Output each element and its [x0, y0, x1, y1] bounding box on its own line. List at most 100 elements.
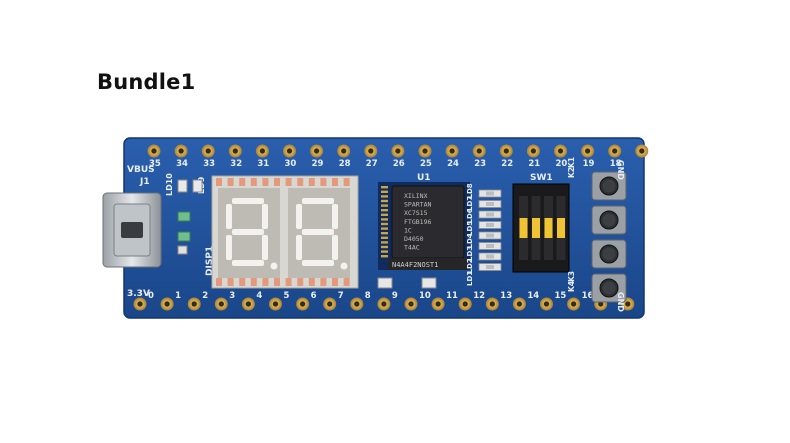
led-label: LD3	[466, 246, 474, 261]
led-label: LD8	[466, 183, 474, 198]
chip-pad	[381, 250, 388, 253]
display-pin	[250, 278, 257, 286]
segment	[302, 198, 334, 204]
bottom-pin-number: 11	[446, 291, 458, 301]
smd-leds-under-chip	[377, 277, 437, 289]
bottom-pad	[323, 297, 337, 311]
flash-chip-text: N4A4F2NOST1	[392, 261, 438, 269]
chip-pad	[381, 199, 388, 203]
chip-pad	[381, 218, 388, 221]
led-label: LD4	[466, 233, 474, 248]
top-pin-number: 33	[203, 159, 215, 169]
top-pad	[201, 144, 215, 158]
led-lens	[486, 191, 494, 196]
chip-marking: SPARTAN	[404, 201, 431, 209]
display-pin	[216, 278, 222, 286]
top-pin-number: 31	[257, 159, 269, 169]
digit-2	[296, 198, 348, 270]
bottom-pin-number: 4	[256, 291, 262, 301]
display-pin	[320, 278, 327, 286]
bottom-pad	[187, 297, 201, 311]
bottom-pad	[377, 297, 391, 311]
push-button-k2[interactable]	[591, 205, 627, 235]
segment	[262, 235, 268, 260]
segment	[232, 198, 264, 204]
led-lens	[486, 244, 494, 248]
segment	[296, 204, 302, 229]
top-pad	[418, 144, 432, 158]
dip-lever[interactable]	[557, 218, 565, 238]
dip-lever[interactable]	[532, 218, 540, 238]
bottom-pin-number: 15	[555, 291, 567, 301]
chip-pad	[381, 245, 388, 249]
v33-label: 3.3V	[127, 289, 150, 299]
top-pin-number: 18	[610, 159, 622, 169]
led-label: LD1	[466, 271, 474, 286]
bottom-pad	[350, 297, 364, 311]
top-pad	[174, 144, 188, 158]
chip-marking: D4050	[404, 235, 424, 243]
chip-pad	[381, 232, 388, 235]
chip-pad	[381, 213, 388, 216]
dip-lever[interactable]	[519, 218, 528, 238]
bottom-pad	[540, 297, 553, 311]
top-pad	[608, 144, 622, 158]
led-label: LD6	[466, 208, 474, 223]
display-pin	[320, 178, 327, 186]
chip-marking: XC7S15	[404, 209, 428, 217]
push-button-k3[interactable]	[591, 239, 627, 269]
top-pad	[472, 144, 486, 158]
push-button-k4[interactable]	[591, 273, 627, 303]
segment	[226, 235, 232, 260]
led-lens	[486, 233, 494, 238]
push-buttons[interactable]	[591, 171, 627, 303]
bottom-pad	[296, 297, 310, 311]
chip-marking: XILINX	[404, 192, 428, 200]
top-pad	[364, 144, 378, 158]
top-pin-number: 35	[149, 159, 161, 169]
seven-segment-display	[211, 175, 359, 289]
dip-switch[interactable]	[512, 183, 570, 273]
top-pad	[581, 144, 595, 158]
top-pad	[554, 144, 567, 158]
segment	[262, 204, 268, 229]
chip-pad	[381, 186, 388, 189]
display-pin	[274, 278, 280, 286]
top-pin-number: 23	[474, 159, 486, 169]
display-pin	[332, 278, 338, 286]
top-pad	[147, 144, 161, 158]
bottom-pad	[160, 297, 174, 311]
chip-pad	[381, 227, 388, 230]
bottom-pad	[269, 297, 282, 311]
bottom-pin-number: 10	[419, 291, 431, 301]
display-pin	[285, 278, 292, 286]
segment	[232, 260, 264, 266]
bottom-pad	[241, 297, 255, 311]
top-pad	[337, 144, 351, 158]
dip-lever[interactable]	[544, 218, 553, 238]
segment	[296, 235, 302, 260]
top-pin-number: 34	[176, 159, 188, 169]
button-label: K2	[567, 167, 576, 178]
chip-pad	[381, 209, 388, 212]
top-pin-number: 32	[230, 159, 242, 169]
push-button-k1[interactable]	[591, 171, 627, 201]
display-pin	[239, 278, 246, 286]
top-pin-number: 29	[312, 159, 324, 169]
segment	[232, 229, 264, 235]
top-pad	[391, 144, 405, 158]
bottom-pad	[133, 297, 147, 311]
display-pin	[274, 178, 280, 186]
micro-usb-connector	[102, 192, 162, 268]
display-pin	[343, 178, 350, 186]
segment	[332, 235, 338, 260]
top-pin-number: 30	[285, 159, 297, 169]
top-pin-number: 21	[528, 159, 540, 169]
chip-pad	[381, 255, 388, 258]
bottom-pin-number: 1	[175, 291, 181, 301]
bottom-pin-number: 0	[148, 291, 154, 301]
gnd-top-label: GND	[616, 160, 625, 180]
chip-pad	[381, 195, 388, 198]
